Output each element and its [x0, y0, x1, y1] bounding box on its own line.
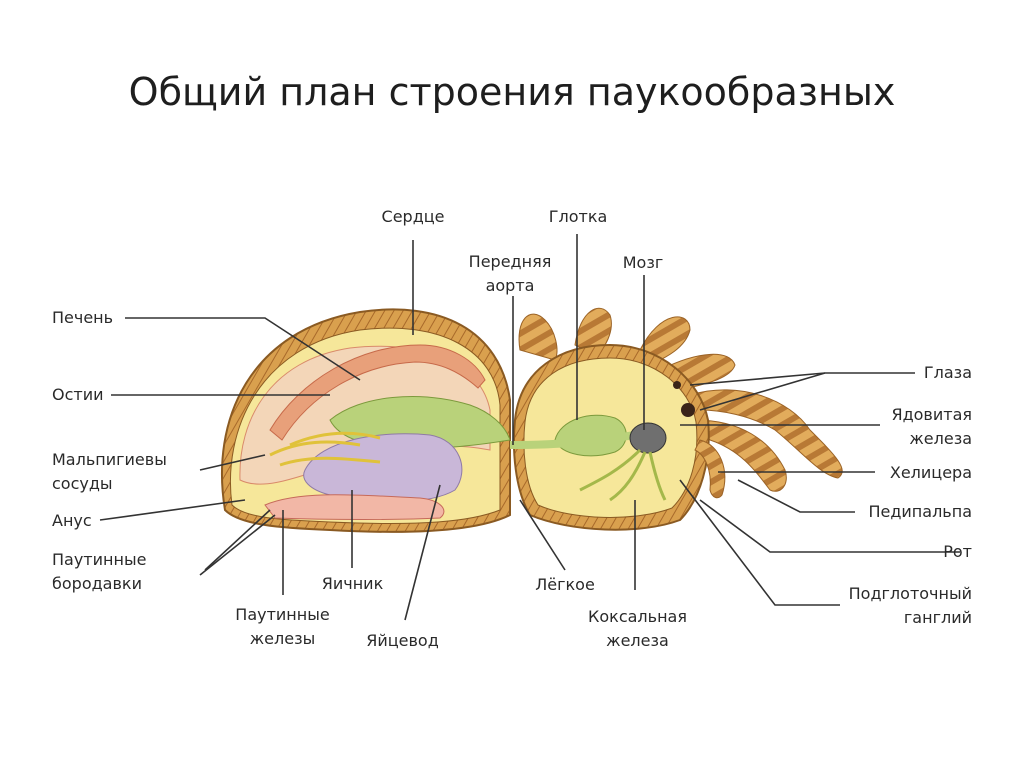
label-ostia: Остии	[52, 384, 104, 406]
label-ovary: Яичник	[310, 573, 395, 595]
label-liver: Печень	[52, 307, 113, 329]
label-mouth: Рот	[900, 541, 972, 563]
label-oviduct: Яйцевод	[355, 630, 450, 652]
label-lung: Лёгкое	[525, 574, 605, 596]
abdomen	[222, 309, 510, 531]
label-venom-gland: Ядовитая железа	[850, 403, 972, 451]
cephalothorax	[510, 345, 709, 530]
label-silk-glands: Паутинные железы	[225, 603, 340, 651]
label-chelicera: Хелицера	[860, 462, 972, 484]
label-malpighian: Мальпигиевы сосуды	[52, 448, 167, 496]
label-brain: Мозг	[608, 252, 678, 274]
label-pedipalp: Педипальпа	[840, 501, 972, 523]
silk-glands	[265, 495, 444, 520]
label-pharynx: Глотка	[538, 206, 618, 228]
label-eyes: Глаза	[880, 362, 972, 384]
brain	[630, 423, 666, 453]
label-coxal-gland: Коксальная железа	[580, 605, 695, 653]
label-anus: Анус	[52, 510, 92, 532]
label-front-aorta: Передняя аорта	[455, 250, 565, 298]
label-heart: Сердце	[373, 206, 453, 228]
label-subpharyngeal: Подглоточный ганглий	[820, 582, 972, 630]
label-spinnerets: Паутинные бородавки	[52, 548, 146, 596]
